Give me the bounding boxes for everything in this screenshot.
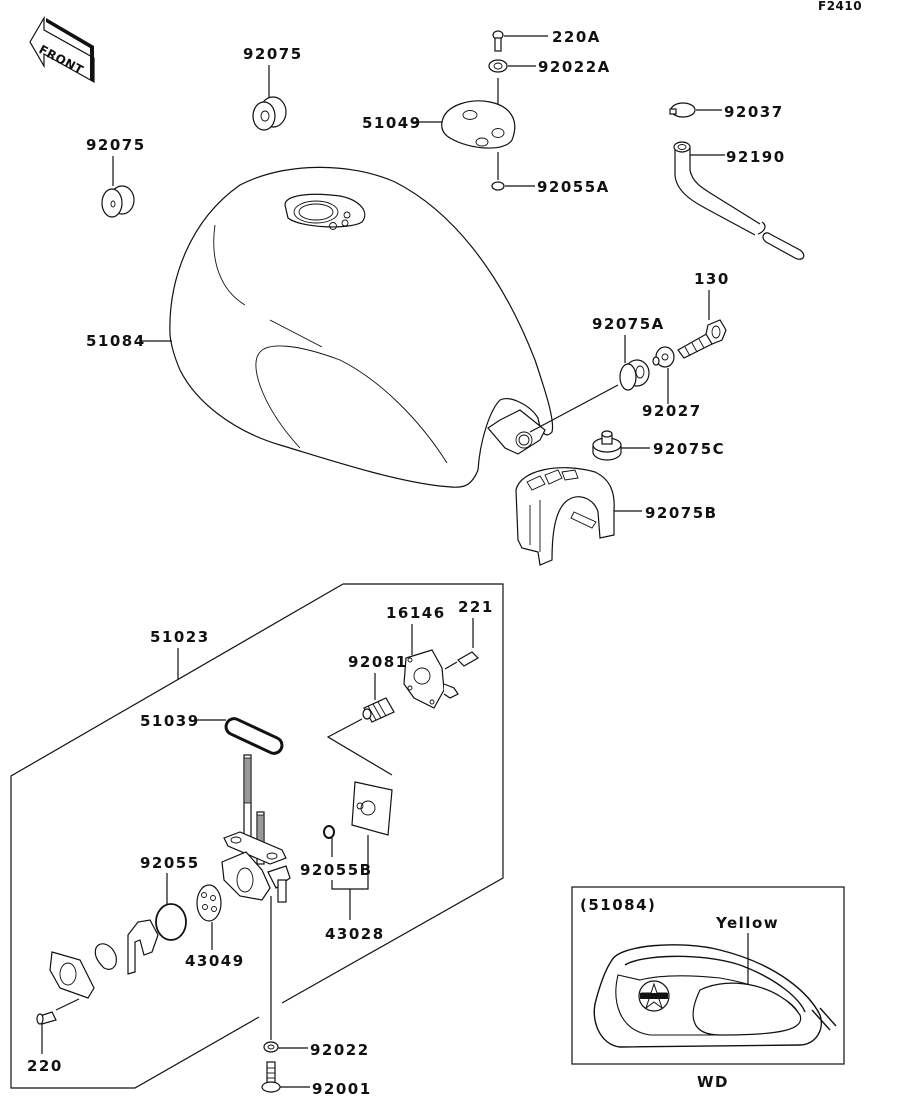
fuel-cock-assembly-box: 51023 (10, 583, 504, 1089)
clamp-92037: 92037 (669, 102, 784, 121)
callout-92190: 92190 (726, 148, 786, 166)
damper-92075c: 92075C (592, 430, 725, 461)
callout-51039: 51039 (140, 712, 200, 730)
collar-92027: 92027 (642, 346, 702, 420)
inset-color-label: Yellow (715, 914, 779, 932)
callout-220: 220 (27, 1057, 63, 1075)
callout-92022a: 92022A (538, 58, 611, 76)
cap-51049: 51049 (362, 100, 516, 180)
color-inset: (51084) Yellow WD (571, 886, 845, 1091)
callout-51023: 51023 (150, 628, 210, 646)
rubber-damper-top: 92075 (243, 45, 303, 131)
figure-code: F2410 (818, 0, 862, 13)
lever-knob (127, 919, 159, 975)
callout-92055b: 92055B (300, 861, 373, 879)
callout-92022: 92022 (310, 1041, 370, 1059)
callout-92081: 92081 (348, 653, 408, 671)
oring-92055: 92055 (140, 854, 200, 941)
bolt-92001: 92001 (261, 1061, 372, 1098)
callout-92075-left: 92075 (86, 136, 146, 154)
screw-220: 220 (27, 998, 80, 1075)
bolt-130: 130 (677, 270, 730, 359)
lever-plate (49, 951, 95, 999)
callout-92001: 92001 (312, 1080, 372, 1098)
callout-51084: 51084 (86, 332, 146, 350)
screw-221: 221 (444, 598, 494, 670)
oring-92055a: 92055A (491, 178, 610, 196)
seal-43049: 43049 (185, 884, 245, 970)
callout-16146: 16146 (386, 604, 446, 622)
oring-92055b: 92055B 43028 (300, 825, 385, 943)
diaphragm-43028 (351, 781, 393, 875)
hose-92190: 92190 (673, 141, 805, 260)
spring-92081: 92081 (326, 653, 408, 776)
callout-51049: 51049 (362, 114, 422, 132)
inset-caption: WD (697, 1073, 729, 1091)
callout-92075b: 92075B (645, 504, 718, 522)
callout-221: 221 (458, 598, 494, 616)
callout-130: 130 (694, 270, 730, 288)
lever-cover-16146: 16146 (386, 604, 459, 709)
washer-92022a: 92022A (488, 58, 611, 108)
washer-92022: 92022 (263, 896, 370, 1059)
fuel-tank-51084: 51084 (86, 166, 554, 488)
gasket-51039: 51039 (140, 712, 284, 755)
callout-92055a: 92055A (537, 178, 610, 196)
callout-92075a: 92075A (592, 315, 665, 333)
callout-43049: 43049 (185, 952, 245, 970)
callout-92075-top: 92075 (243, 45, 303, 63)
callout-92075c: 92075C (653, 440, 725, 458)
screw-220a: 220A (492, 28, 601, 52)
rubber-damper-left: 92075 (86, 136, 146, 218)
front-arrow-icon: FRONT (29, 15, 95, 84)
callout-92027: 92027 (642, 402, 702, 420)
inset-ref-label: (51084) (580, 896, 656, 914)
damper-92075a: 92075A (529, 315, 665, 433)
damper-92075b: 92075B (515, 467, 718, 566)
callout-92055: 92055 (140, 854, 200, 872)
callout-92037: 92037 (724, 103, 784, 121)
callout-220a: 220A (552, 28, 601, 46)
fuel-cock-body (221, 754, 291, 903)
callout-43028: 43028 (325, 925, 385, 943)
lever-gasket (94, 943, 117, 970)
